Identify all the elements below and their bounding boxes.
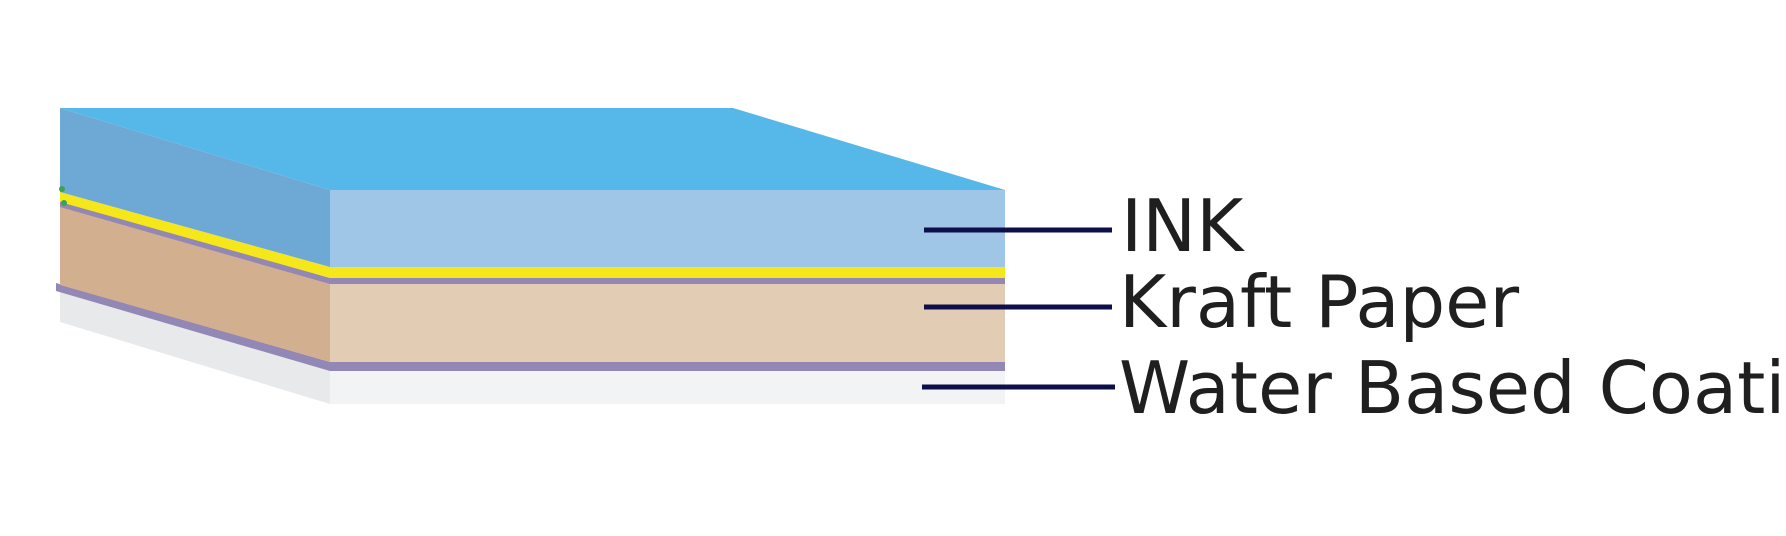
ink-top-face [60, 108, 1005, 190]
kraft-front-face [330, 282, 1005, 362]
kraft-separator-front [330, 278, 1005, 284]
kraft-side-face [60, 206, 330, 362]
coating-front-face [330, 370, 1005, 404]
water-based-coating-label: Water Based Coating [1119, 346, 1786, 430]
coating-separator-side [56, 283, 330, 371]
adhesive-front [330, 267, 1005, 278]
kraft-paper-label: Kraft Paper [1119, 260, 1520, 344]
ink-side-face [60, 108, 330, 267]
ink-front-face [330, 190, 1005, 267]
edge-speck [61, 200, 67, 206]
adhesive-side [60, 192, 330, 278]
edge-speck [59, 186, 65, 192]
coating-separator-front [330, 362, 1005, 371]
coating-side-face [60, 288, 330, 404]
ink-label: INK [1121, 184, 1244, 268]
